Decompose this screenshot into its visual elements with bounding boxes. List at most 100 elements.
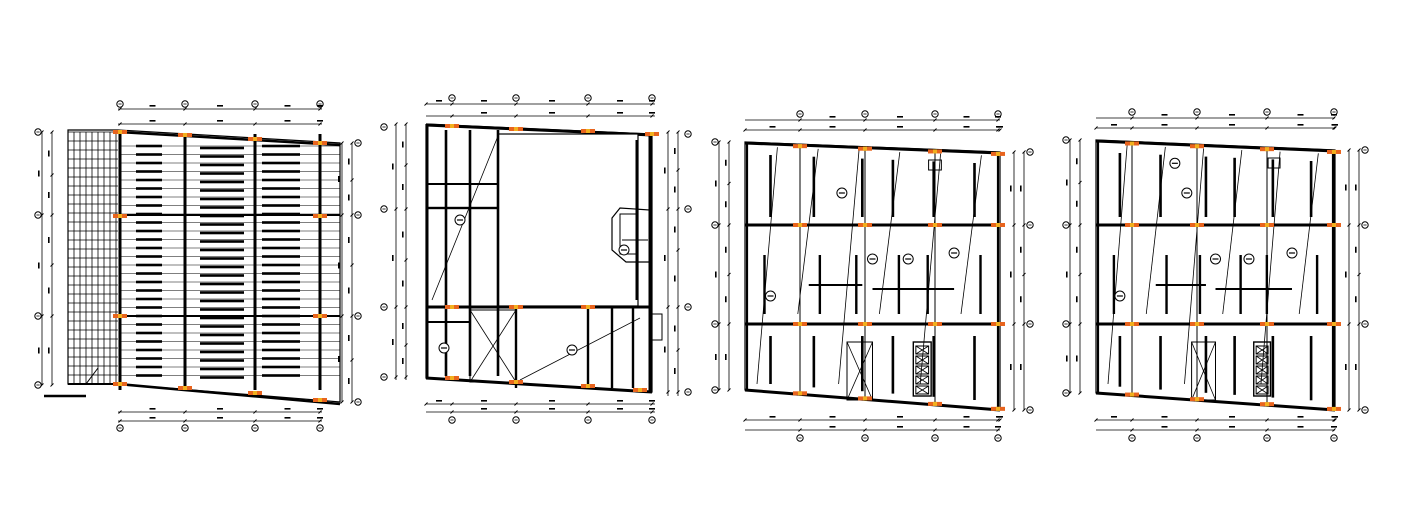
dimension-text-mark [392, 339, 394, 345]
roof-joist-mark [136, 229, 162, 233]
roof-joist-mark [136, 306, 162, 309]
roof-joist-mark [262, 204, 300, 207]
dimension-tick [676, 305, 680, 309]
dimension-text-mark [1010, 364, 1012, 370]
roof-joist-mark [262, 255, 300, 258]
dimension-text-mark [617, 408, 623, 410]
dimension-text-mark [436, 400, 442, 402]
dimension-tick [1130, 418, 1134, 422]
interior-wall [468, 130, 472, 376]
stair-flight [915, 375, 930, 385]
dimension-tick [863, 118, 867, 122]
dimension-text-mark [284, 120, 291, 122]
column-core [318, 141, 322, 145]
dimension-tick [450, 114, 454, 118]
dimension-tick [40, 213, 44, 217]
roof-joist-mark [262, 297, 300, 301]
dimension-tick [50, 314, 54, 318]
roof-joist-mark [136, 365, 162, 369]
dimension-text-mark [48, 347, 50, 354]
roof-joist-mark [200, 265, 244, 269]
roof-edge-beam [117, 382, 341, 406]
roof-joist-mark [200, 248, 244, 252]
dimension-text-mark [963, 116, 970, 118]
roof-joist-mark [262, 331, 300, 335]
dimension-text-mark [549, 112, 555, 114]
column-core [586, 129, 590, 133]
stair-diagonal [1298, 153, 1319, 315]
roof-joist-mark [200, 257, 244, 260]
roof-joist-mark [200, 214, 244, 218]
column-core [1130, 392, 1134, 397]
dimension-tick [1265, 428, 1269, 432]
dimension-text-mark [402, 184, 404, 190]
dimension-tick [743, 128, 747, 132]
dimension-text-mark [1355, 296, 1357, 303]
interior-wall [496, 130, 500, 376]
roof-joist-mark [136, 348, 162, 352]
dimension-text-mark [217, 105, 223, 107]
dimension-tick [183, 419, 187, 423]
partition-wall [808, 284, 863, 286]
roof-joist-mark [200, 282, 244, 286]
stair-diagonal [960, 155, 982, 315]
dimension-tick [424, 102, 428, 106]
dimension-tick [676, 390, 680, 394]
roof-joist-mark [262, 229, 300, 233]
dimension-tick [318, 107, 322, 111]
column-core [450, 376, 454, 380]
roof-joist-mark [200, 197, 244, 201]
dimension-tick [1012, 150, 1016, 154]
dimension-tick [450, 102, 454, 106]
duct-box [1267, 157, 1281, 169]
column-core [1332, 223, 1336, 227]
dimension-text-mark [348, 237, 350, 243]
partition-wall [769, 336, 772, 384]
typical-floor-plan-a [711, 110, 1034, 442]
dimension-tick [514, 402, 518, 406]
stair-flight [1255, 375, 1269, 385]
dimension-text-mark [48, 150, 50, 157]
roof-joist-mark [136, 323, 162, 326]
dimension-tick [253, 410, 257, 414]
interior-wall [426, 183, 498, 185]
dimension-text-mark [649, 400, 655, 402]
roof-joist-mark [136, 144, 162, 148]
dimension-text-mark [1355, 364, 1357, 370]
dimension-tick [404, 163, 408, 167]
dimension-tick [1347, 148, 1351, 152]
floor-beam [1096, 322, 1335, 326]
roof-joist-mark [200, 146, 244, 150]
dimension-text-mark [284, 408, 291, 410]
dimension-tick [933, 128, 937, 132]
column-core [798, 322, 802, 326]
dimension-text-mark [48, 192, 50, 198]
column-core [514, 127, 518, 131]
column-core [798, 223, 802, 227]
roof-joist-mark [200, 189, 244, 192]
stair-shaft [912, 341, 932, 397]
partition-wall [932, 336, 935, 397]
roof-joist-mark [136, 153, 162, 156]
partition-wall [926, 255, 929, 314]
dimension-tick [253, 419, 257, 423]
stair-cross [1255, 365, 1269, 375]
roof-joist-mark [136, 280, 162, 284]
roof-joist-mark [136, 340, 162, 343]
stair-shaft [1253, 341, 1272, 397]
dimension-text-mark [1297, 114, 1304, 116]
dimension-text-mark [1020, 296, 1022, 303]
partition-wall [1233, 157, 1236, 217]
dimension-text-mark [829, 116, 836, 118]
dimension-tick [394, 122, 398, 126]
dimension-tick [996, 418, 1000, 422]
open-void-area [497, 133, 639, 307]
dimension-tick [717, 388, 721, 392]
dimension-tick [1094, 418, 1098, 422]
dimension-tick [798, 428, 802, 432]
column-core [863, 396, 867, 401]
dimension-tick [118, 410, 122, 414]
column-core [996, 151, 1000, 156]
dimension-tick [666, 130, 670, 134]
